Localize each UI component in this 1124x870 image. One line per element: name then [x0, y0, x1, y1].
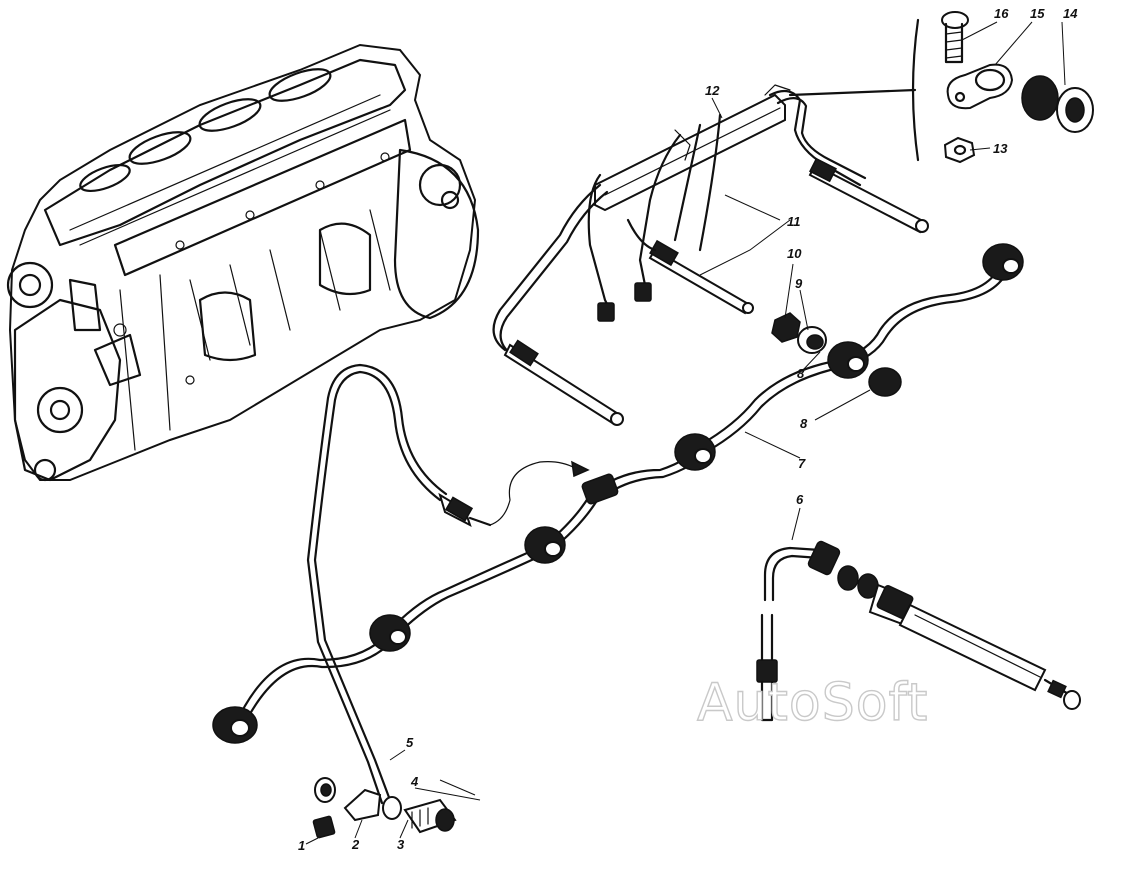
callout-labels: 1 2 3 4 5 6 7 8 8 9 10 11 12 13 14 15 16: [298, 6, 1078, 853]
label-11: 11: [787, 214, 801, 229]
watermark: AutoSoft: [697, 673, 928, 733]
label-6: 6: [796, 492, 804, 507]
return-line: [306, 363, 590, 805]
drain-line: [212, 243, 1024, 744]
label-8-lower: 8: [800, 416, 808, 431]
banjo-fitting: [827, 341, 869, 379]
washer: [382, 796, 402, 820]
label-13: 13: [993, 141, 1008, 156]
label-1: 1: [298, 838, 305, 853]
nut: [771, 312, 801, 343]
banjo-fitting: [369, 614, 411, 652]
rubber-bushing: [1021, 75, 1059, 121]
label-3: 3: [397, 837, 405, 852]
leader-lines: [305, 21, 1066, 845]
label-7: 7: [798, 456, 806, 471]
label-8-upper: 8: [797, 366, 805, 381]
banjo-fitting: [674, 433, 716, 471]
nut: [943, 136, 976, 164]
label-14: 14: [1063, 6, 1078, 21]
label-9: 9: [795, 276, 803, 291]
label-10: 10: [787, 246, 802, 261]
fitting-parts: [312, 777, 457, 839]
label-4: 4: [410, 774, 419, 789]
banjo-fitting: [524, 526, 566, 564]
cap: [868, 367, 902, 397]
label-2: 2: [351, 837, 360, 852]
label-12: 12: [705, 83, 720, 98]
plug: [312, 815, 336, 839]
high-pressure-pipes-assembly: [492, 84, 929, 426]
tee-fitting: [581, 473, 619, 505]
banjo: [343, 788, 382, 822]
label-15: 15: [1030, 6, 1045, 21]
banjo-fitting: [212, 706, 258, 744]
engine-block: [6, 43, 480, 482]
banjo-fitting: [982, 243, 1024, 281]
injector: [756, 540, 1081, 722]
clamp-parts: [788, 11, 1094, 164]
label-5: 5: [406, 735, 414, 750]
label-16: 16: [994, 6, 1009, 21]
